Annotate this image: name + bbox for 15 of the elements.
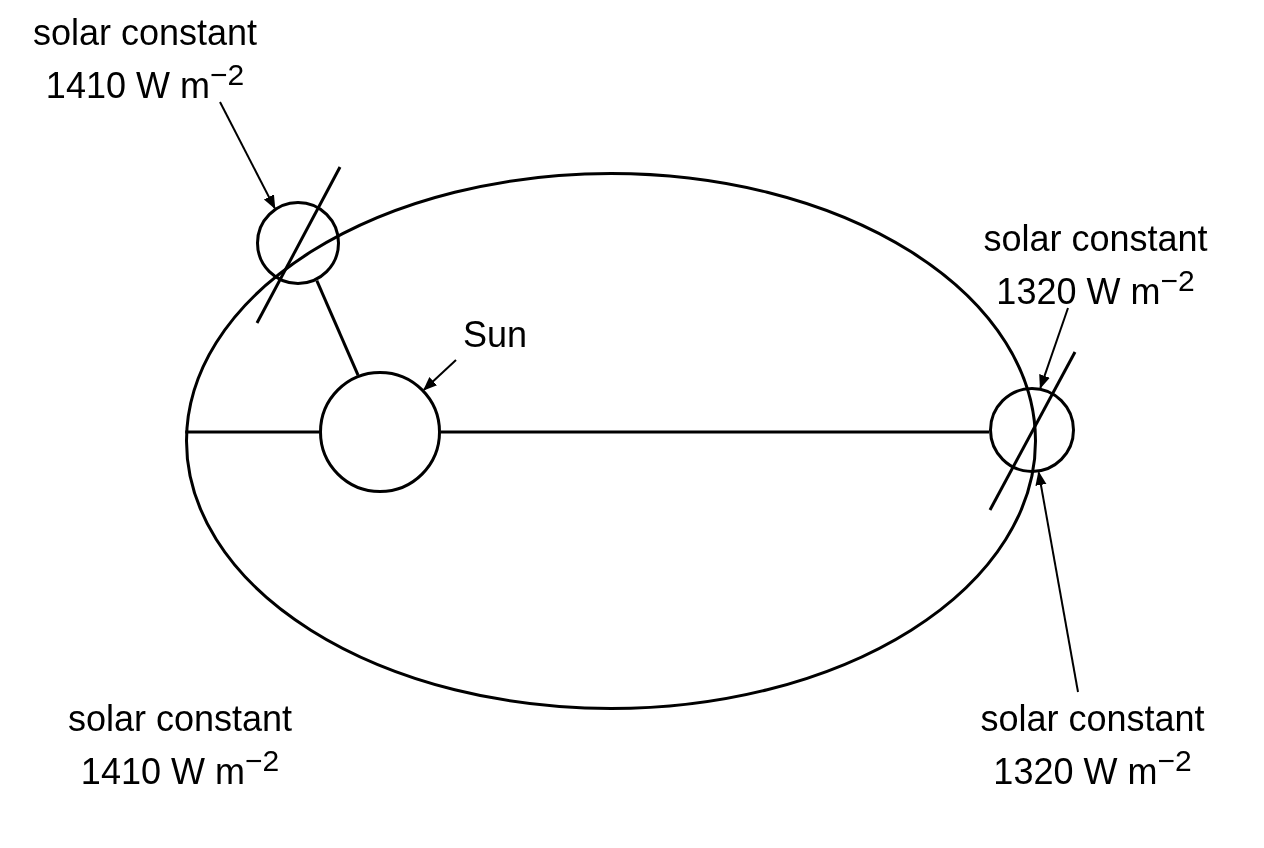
- callout-label: solar constant 1320 W m$^{−2}$: [955, 698, 1230, 793]
- sun-circle: [319, 371, 441, 493]
- earth-circle: [989, 387, 1075, 473]
- note-label: solar constant 1410 W m$^{−2}$: [66, 698, 294, 793]
- arrow: [219, 101, 276, 210]
- connector-line: [315, 280, 360, 376]
- arrow: [423, 359, 457, 391]
- callout-label: Sun: [450, 314, 540, 356]
- callout-label: solar constant 1320 W m$^{−2}$: [958, 218, 1233, 313]
- connector-line: [185, 430, 319, 434]
- callout-label: solar constant 1410 W m$^{−2}$: [10, 12, 280, 107]
- arrow: [1039, 307, 1069, 390]
- connector-line: [441, 430, 989, 434]
- arrow: [1035, 471, 1079, 693]
- earth-circle: [256, 201, 340, 285]
